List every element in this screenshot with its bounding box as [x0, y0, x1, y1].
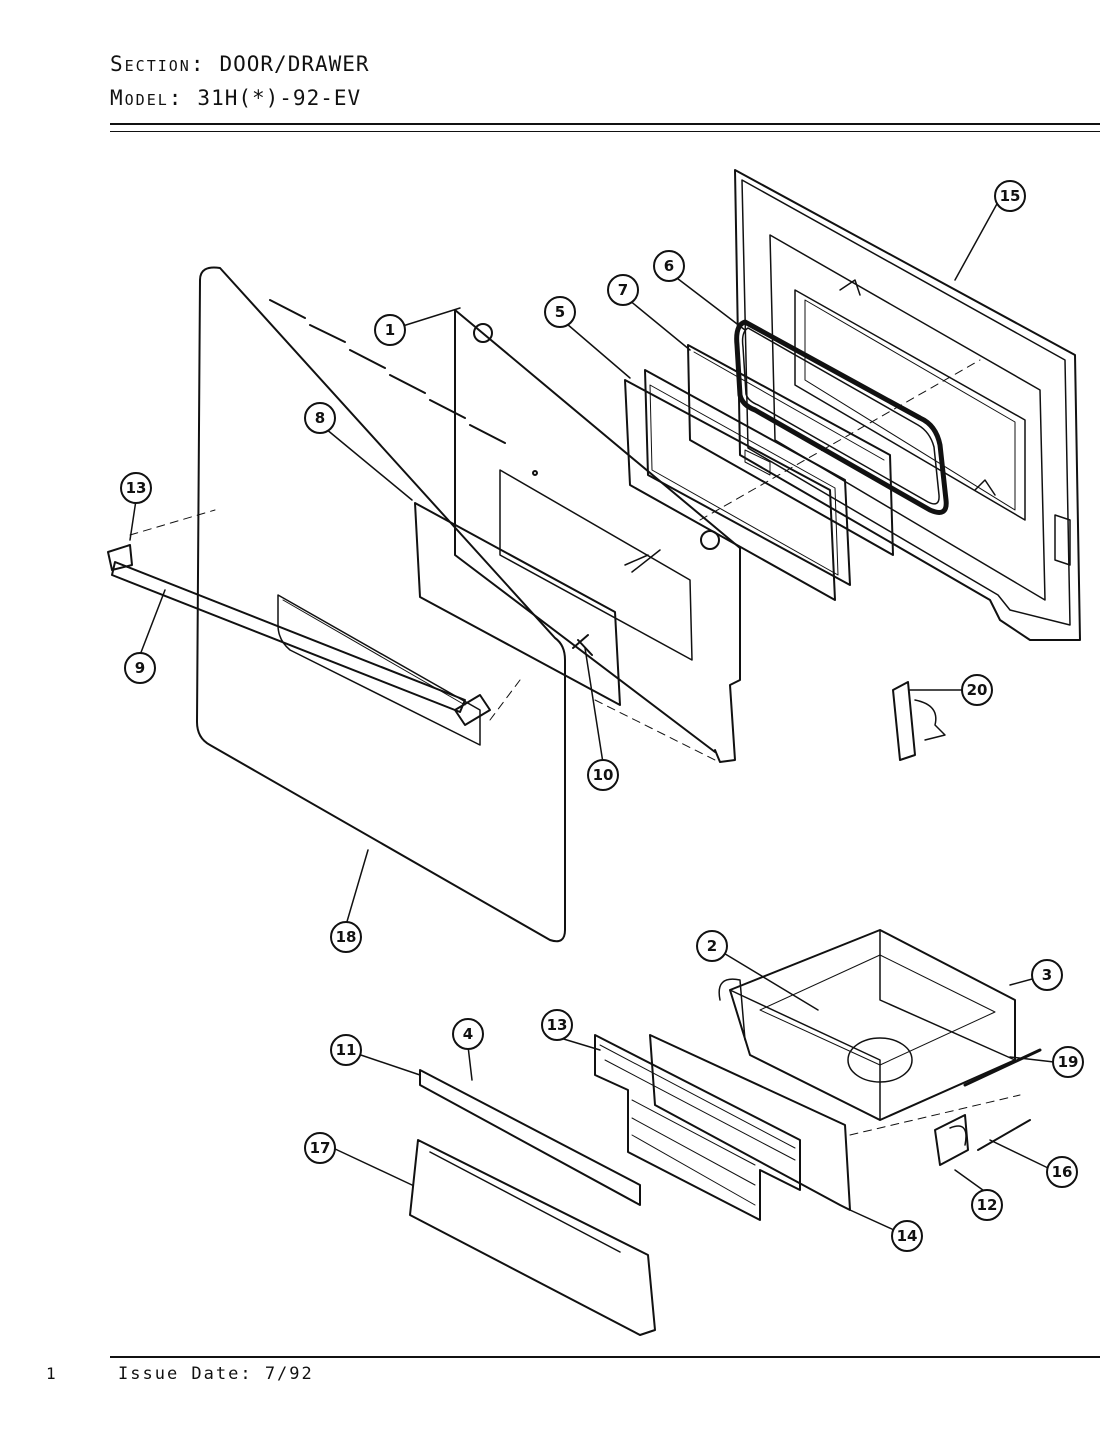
callout-label: 3	[1042, 966, 1052, 984]
outer-door	[196, 266, 566, 943]
callout-label: 17	[310, 1139, 331, 1157]
callout-3: 3	[1031, 959, 1063, 991]
callout-21: 20	[961, 674, 993, 706]
callout-circle	[124, 652, 156, 684]
callout-circle	[330, 1034, 362, 1066]
callout-circle	[1052, 1046, 1084, 1078]
drawer-rod	[963, 1048, 1042, 1087]
callout-circle	[1031, 959, 1063, 991]
callout-circle	[971, 1189, 1003, 1221]
drawer-trim	[419, 1069, 641, 1206]
door-gasket	[734, 319, 949, 515]
callout-10: 10	[587, 759, 619, 791]
issue-date: Issue Date: 7/92	[118, 1364, 314, 1384]
door-handle	[107, 544, 491, 726]
callout-6: 6	[653, 250, 685, 282]
callout-circle	[961, 674, 993, 706]
callout-label: 12	[977, 1196, 998, 1214]
model-row: Model: 31H(*)-92-EV	[110, 86, 361, 110]
drawer-front-panel	[649, 1034, 851, 1211]
callout-13: 13	[120, 472, 152, 504]
callout-17: 16	[1046, 1156, 1078, 1188]
callout-circle	[120, 472, 152, 504]
callout-circle	[994, 180, 1026, 212]
section-row: Section: DOOR/DRAWER	[110, 52, 370, 76]
page-mark: 1	[46, 1364, 56, 1383]
outer-door-panel	[734, 169, 1081, 641]
callout-19: 18	[330, 921, 362, 953]
callout-circle	[304, 1132, 336, 1164]
door-liner-panel	[454, 309, 741, 763]
callout-label: 8	[315, 409, 325, 427]
callout-circle	[696, 930, 728, 962]
callout-label: 4	[463, 1025, 473, 1043]
callout-1: 1	[374, 314, 406, 346]
drawer-pin	[977, 1119, 1031, 1151]
drawer-body	[718, 929, 1016, 1121]
outer-glass	[414, 502, 621, 706]
callout-14: 13	[541, 1009, 573, 1041]
hinge	[892, 681, 946, 761]
callout-label: 19	[1058, 1053, 1079, 1071]
callout-label: 9	[135, 659, 145, 677]
section-label: Section:	[110, 52, 206, 76]
callout-circle	[891, 1220, 923, 1252]
callout-label: 7	[618, 281, 628, 299]
callout-label: 5	[555, 303, 565, 321]
callout-circle	[544, 296, 576, 328]
callout-circle	[653, 250, 685, 282]
glass-frame	[624, 369, 851, 601]
callout-label: 18	[336, 928, 357, 946]
callout-label: 2	[707, 937, 717, 955]
callout-circle	[330, 921, 362, 953]
slide-bracket	[934, 1114, 969, 1166]
callout-circle	[304, 402, 336, 434]
callout-label: 1	[385, 321, 395, 339]
callout-circle	[607, 274, 639, 306]
footer-rule	[110, 1356, 1100, 1358]
section-value: DOOR/DRAWER	[219, 52, 370, 76]
callout-circle	[374, 314, 406, 346]
callout-label: 15	[1000, 187, 1021, 205]
callout-20: 19	[1052, 1046, 1084, 1078]
callout-label: 11	[336, 1041, 357, 1059]
callout-circle	[587, 759, 619, 791]
assembly-lines	[129, 359, 1021, 1136]
callout-4: 4	[452, 1018, 484, 1050]
header-rule-bottom	[110, 131, 1100, 132]
callout-9: 9	[124, 652, 156, 684]
callout-18: 17	[304, 1132, 336, 1164]
callout-circle	[1046, 1156, 1078, 1188]
callout-2: 2	[696, 930, 728, 962]
callout-label: 13	[126, 479, 147, 497]
drawer-insulation	[594, 1034, 801, 1221]
leader-lines	[129, 201, 1055, 1231]
callout-label: 16	[1052, 1163, 1073, 1181]
callout-label: 13	[547, 1016, 568, 1034]
callout-15: 14	[891, 1220, 923, 1252]
header-rule-top	[110, 123, 1100, 125]
callout-circle	[452, 1018, 484, 1050]
callout-12: 12	[971, 1189, 1003, 1221]
inner-glass	[687, 344, 894, 556]
callout-5: 5	[544, 296, 576, 328]
model-label: Model:	[110, 86, 184, 110]
callout-11: 11	[330, 1034, 362, 1066]
callout-circle	[541, 1009, 573, 1041]
callout-7: 7	[607, 274, 639, 306]
callout-8: 8	[304, 402, 336, 434]
callout-label: 10	[593, 766, 614, 784]
model-value: 31H(*)-92-EV	[197, 86, 362, 110]
callout-label: 6	[664, 257, 674, 275]
callout-label: 20	[967, 681, 988, 699]
callout-16: 15	[994, 180, 1026, 212]
drawer-front	[409, 1139, 656, 1336]
callout-label: 14	[897, 1227, 918, 1245]
